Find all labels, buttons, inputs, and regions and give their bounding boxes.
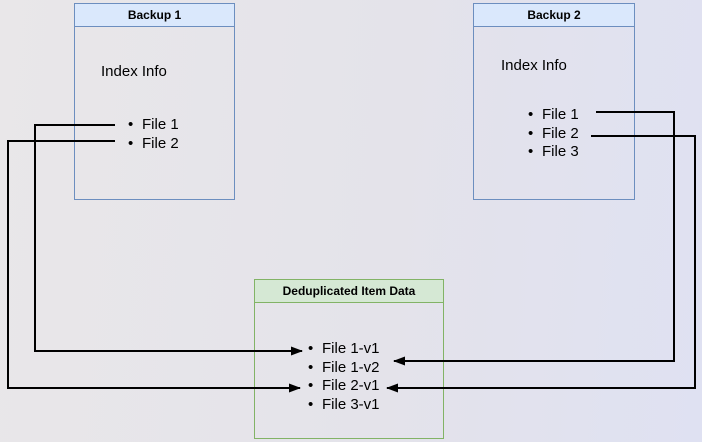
backup2-file-list: File 1 File 2 File 3	[528, 106, 579, 162]
backup2-box: Backup 2 Index Info File 1 File 2 File 3	[473, 3, 635, 200]
backup2-file-2: File 2	[528, 125, 579, 144]
dedup-file-3-v1: File 3-v1	[308, 396, 379, 415]
backup2-title: Backup 2	[474, 4, 634, 27]
backup2-file-3: File 3	[528, 143, 579, 162]
deduplicated-item-data-box: Deduplicated Item Data File 1-v1 File 1-…	[254, 279, 444, 439]
backup2-index-info-label: Index Info	[501, 57, 567, 74]
dedup-file-1-v1: File 1-v1	[308, 340, 379, 359]
dedup-file-2-v1: File 2-v1	[308, 377, 379, 396]
backup1-index-info-label: Index Info	[101, 63, 167, 80]
backup1-title: Backup 1	[75, 4, 234, 27]
dedup-title: Deduplicated Item Data	[255, 280, 443, 303]
backup1-file-1: File 1	[128, 116, 179, 135]
backup2-file-1: File 1	[528, 106, 579, 125]
backup1-file-list: File 1 File 2	[128, 116, 179, 154]
backup1-box: Backup 1 Index Info File 1 File 2	[74, 3, 235, 200]
backup1-file-2: File 2	[128, 135, 179, 154]
dedup-item-list: File 1-v1 File 1-v2 File 2-v1 File 3-v1	[308, 340, 379, 415]
dedup-file-1-v2: File 1-v2	[308, 359, 379, 378]
